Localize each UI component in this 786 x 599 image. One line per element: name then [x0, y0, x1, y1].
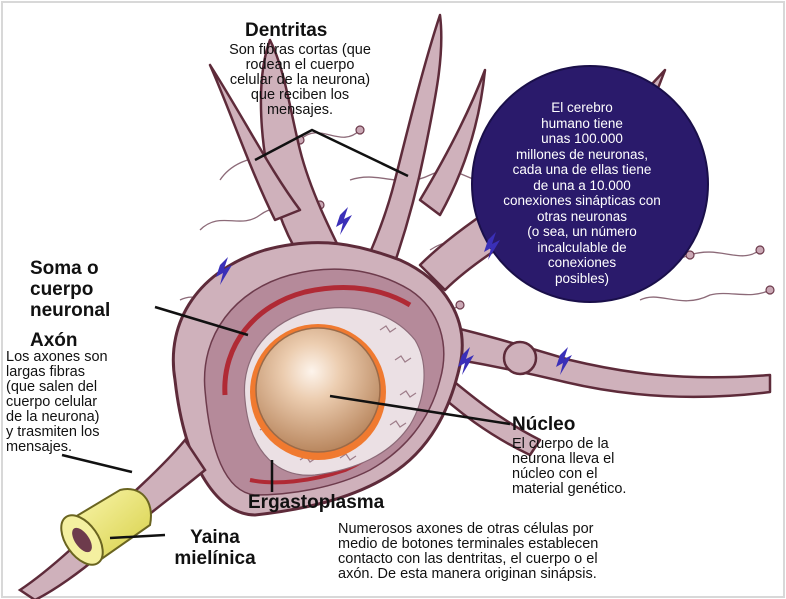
yaina-title: Yaina mielínica — [150, 527, 280, 569]
circle-note-line: conexiones sinápticas con — [503, 193, 661, 208]
bottom-note-line: Numerosos axones de otras células por — [338, 521, 594, 537]
bottom-note-line: axón. De esta manera originan sinápsis. — [338, 566, 597, 582]
soma-title: Soma o cuerpo neuronal — [30, 258, 110, 321]
dentritas-desc-line: mensajes. — [266, 102, 334, 118]
dentritas-desc-line: que reciben los — [250, 87, 350, 103]
axon-desc: Los axones son largas fibras (que salen … — [6, 350, 108, 455]
soma-title-line: neuronal — [30, 300, 111, 321]
circle-note-line: posibles) — [554, 270, 610, 286]
axon-desc-line: (que salen del — [6, 379, 98, 395]
axon-desc-line: de la neurona) — [6, 409, 100, 425]
circle-note-line: (o sea, un número — [527, 224, 637, 239]
myelin-sheath — [60, 488, 152, 566]
circle-note-line: cada una de ellas tiene — [512, 162, 652, 177]
axon-desc-line: mensajes. — [6, 439, 73, 455]
nucleo-desc-line: neurona lleva el — [512, 451, 615, 467]
soma-title-line: cuerpo — [30, 279, 94, 300]
circle-note: El cerebro humano tiene unas 100.000 mil… — [452, 100, 712, 286]
dentritas-desc-line: rodean el cuerpo — [245, 57, 355, 73]
circle-note-line: unas 100.000 — [541, 131, 623, 146]
lightning-spark-icon — [216, 207, 572, 375]
circle-note-line: otras neuronas — [536, 208, 628, 224]
axon-desc-line: cuerpo celular — [6, 394, 98, 410]
leader-lines — [61, 128, 511, 540]
dentritas-desc-line: celular de la neurona) — [229, 72, 371, 88]
circle-note-line: humano tiene — [541, 115, 623, 131]
red-membrane — [222, 285, 412, 396]
nucleo-desc-line: núcleo con el — [512, 466, 598, 482]
ergastoplasma-title: Ergastoplasma — [248, 492, 385, 513]
axon-desc-line: largas fibras — [6, 364, 85, 380]
circle-note-line: de una a 10.000 — [533, 177, 631, 193]
dentritas-title: Dentritas — [245, 20, 328, 41]
soma-title-line: Soma o — [30, 258, 99, 279]
circle-note-line: conexiones — [547, 255, 617, 270]
axon-desc-line: Los axones son — [6, 349, 108, 365]
yaina-title-line: Yaina — [190, 527, 240, 548]
circle-note-line: incalculable de — [537, 239, 627, 255]
dentritas-desc: Son fibras cortas (que rodean el cuerpo … — [160, 43, 440, 118]
circle-note-line: millones de neuronas, — [515, 146, 649, 162]
nucleo-desc: El cuerpo de la neurona lleva el núcleo … — [512, 437, 626, 497]
nucleo-title: Núcleo — [512, 414, 576, 435]
dendrite-junction — [502, 340, 538, 376]
nucleo-desc-line: El cuerpo de la — [512, 436, 609, 452]
nucleus — [255, 327, 381, 453]
dentritas-desc-line: Son fibras cortas (que — [229, 42, 371, 58]
yaina-title-line: mielínica — [174, 548, 256, 569]
axon-title: Axón — [30, 330, 78, 351]
nucleo-desc-line: material genético. — [512, 481, 627, 497]
bottom-note-line: medio de botones terminales establecen — [338, 536, 599, 552]
bottom-note: Numerosos axones de otras células por me… — [338, 522, 598, 582]
circle-note-line: El cerebro — [551, 100, 613, 115]
bottom-note-line: contacto con las dentritas, el cuerpo o … — [338, 551, 598, 567]
info-circle — [471, 65, 709, 303]
axon-desc-line: y trasmiten los — [6, 424, 100, 440]
